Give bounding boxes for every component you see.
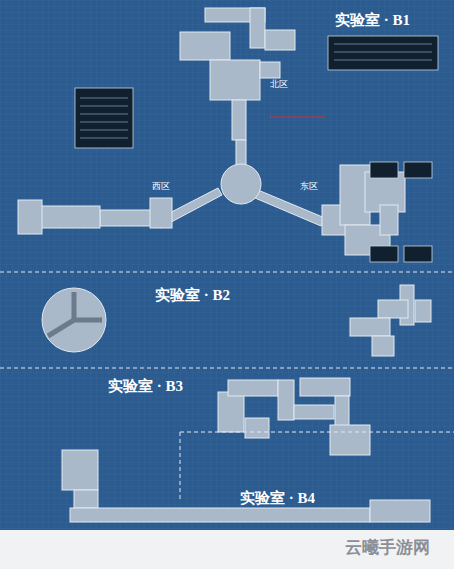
zone-name: 西区 [152, 182, 170, 192]
floor-title: 实验室 · B1 [335, 12, 410, 29]
zone-name: 北区 [270, 80, 288, 90]
floor-title: 实验室 · B2 [155, 287, 230, 304]
zone-name: 东区 [300, 182, 318, 192]
watermark: 云曦手游网 [345, 538, 430, 557]
floor-title: 实验室 · B4 [240, 490, 315, 507]
floor-title: 实验室 · B3 [108, 378, 183, 395]
